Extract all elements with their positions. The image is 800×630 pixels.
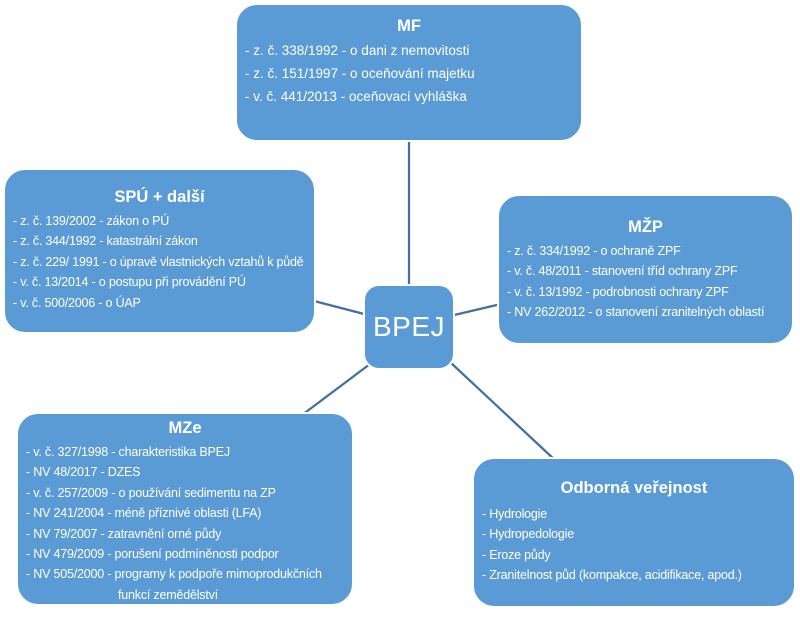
connector-spu-bpej (313, 299, 369, 317)
list-item: - z. č. 139/2002 - zákon o PÚ (13, 214, 170, 228)
list-item: - z. č. 334/1992 - o ochraně ZPF (507, 244, 681, 258)
node-mzp-items: - z. č. 334/1992 - o ochraně ZPF - v. č.… (499, 241, 792, 323)
node-mze-title: MZe (168, 419, 202, 437)
connector-bpej-odborna (449, 361, 557, 462)
list-item: - v. č. 441/2013 - oceňovací vyhláška (245, 89, 467, 104)
list-item: - v. č. 13/2014 - o postupu při prováděn… (13, 275, 246, 290)
list-item: - Hydropedologie (482, 527, 574, 542)
node-mf: MF - z. č. 338/1992 - o dani z nemovitos… (235, 3, 583, 142)
list-item: - z. č. 229/ 1991 - o úpravě vlastnickýc… (13, 254, 304, 269)
node-mf-title: MF (397, 17, 421, 35)
list-item: - NV 241/2004 - méně příznivé oblasti (L… (26, 506, 262, 521)
list-item: - NV 479/2009 - porušení podmíněnosti po… (26, 547, 279, 562)
list-item: - NV 505/2000 - programy k podpoře mimop… (26, 567, 322, 602)
node-mze-items: - v. č. 327/1998 - charakteristika BPEJ … (18, 442, 352, 605)
node-odborna-verejnost: Odborná veřejnost - Hydrologie - Hydrope… (472, 457, 796, 608)
node-mf-items: - z. č. 338/1992 - o dani z nemovitosti … (237, 39, 581, 108)
node-mze: MZe - v. č. 327/1998 - charakteristika B… (16, 412, 354, 606)
list-item: - NV 48/2017 - DZES (26, 465, 141, 480)
list-item: - z. č. 151/1997 - o oceňování majetku (245, 66, 475, 81)
node-spu-items: - z. č. 139/2002 - zákon o PÚ - z. č. 34… (5, 211, 314, 313)
list-item: - Hydrologie (482, 507, 547, 521)
list-item: - z. č. 344/1992 - katastrální zákon (13, 234, 198, 249)
node-mzp: MŽP - z. č. 334/1992 - o ochraně ZPF - v… (497, 194, 794, 345)
list-item: - v. č. 327/1998 - charakteristika BPEJ (26, 445, 230, 459)
list-item: - NV 79/2007 - zatravnění orné půdy (26, 526, 222, 541)
node-odborna-items: - Hydrologie - Hydropedologie - Eroze pů… (474, 504, 794, 586)
list-item: - v. č. 13/1992 - podrobnosti ochrany ZP… (507, 284, 729, 299)
node-odborna-title: Odborná veřejnost (560, 479, 708, 497)
connector-bpej-mze (301, 363, 371, 416)
node-spu-title: SPÚ + další (114, 188, 205, 206)
node-spu-dalsi: SPÚ + další - z. č. 139/2002 - zákon o P… (3, 168, 316, 334)
list-item: - Eroze půdy (482, 547, 551, 562)
list-item: - v. č. 257/2009 - o používání sedimentu… (26, 485, 276, 500)
list-item: - Zranitelnost půd (kompakce, acidifikac… (482, 568, 742, 583)
list-item: - z. č. 338/1992 - o dani z nemovitosti (245, 43, 470, 58)
node-mzp-title: MŽP (628, 218, 663, 236)
list-item: - NV 262/2012 - o stanovení zranitelných… (507, 305, 765, 320)
connector-bpej-mzp (449, 302, 502, 318)
center-node-bpej: BPEJ (363, 284, 455, 370)
list-item: - v. č. 48/2011 - stanovení tříd ochrany… (507, 264, 738, 279)
list-item: - v. č. 500/2006 - o ÚAP (13, 295, 141, 310)
